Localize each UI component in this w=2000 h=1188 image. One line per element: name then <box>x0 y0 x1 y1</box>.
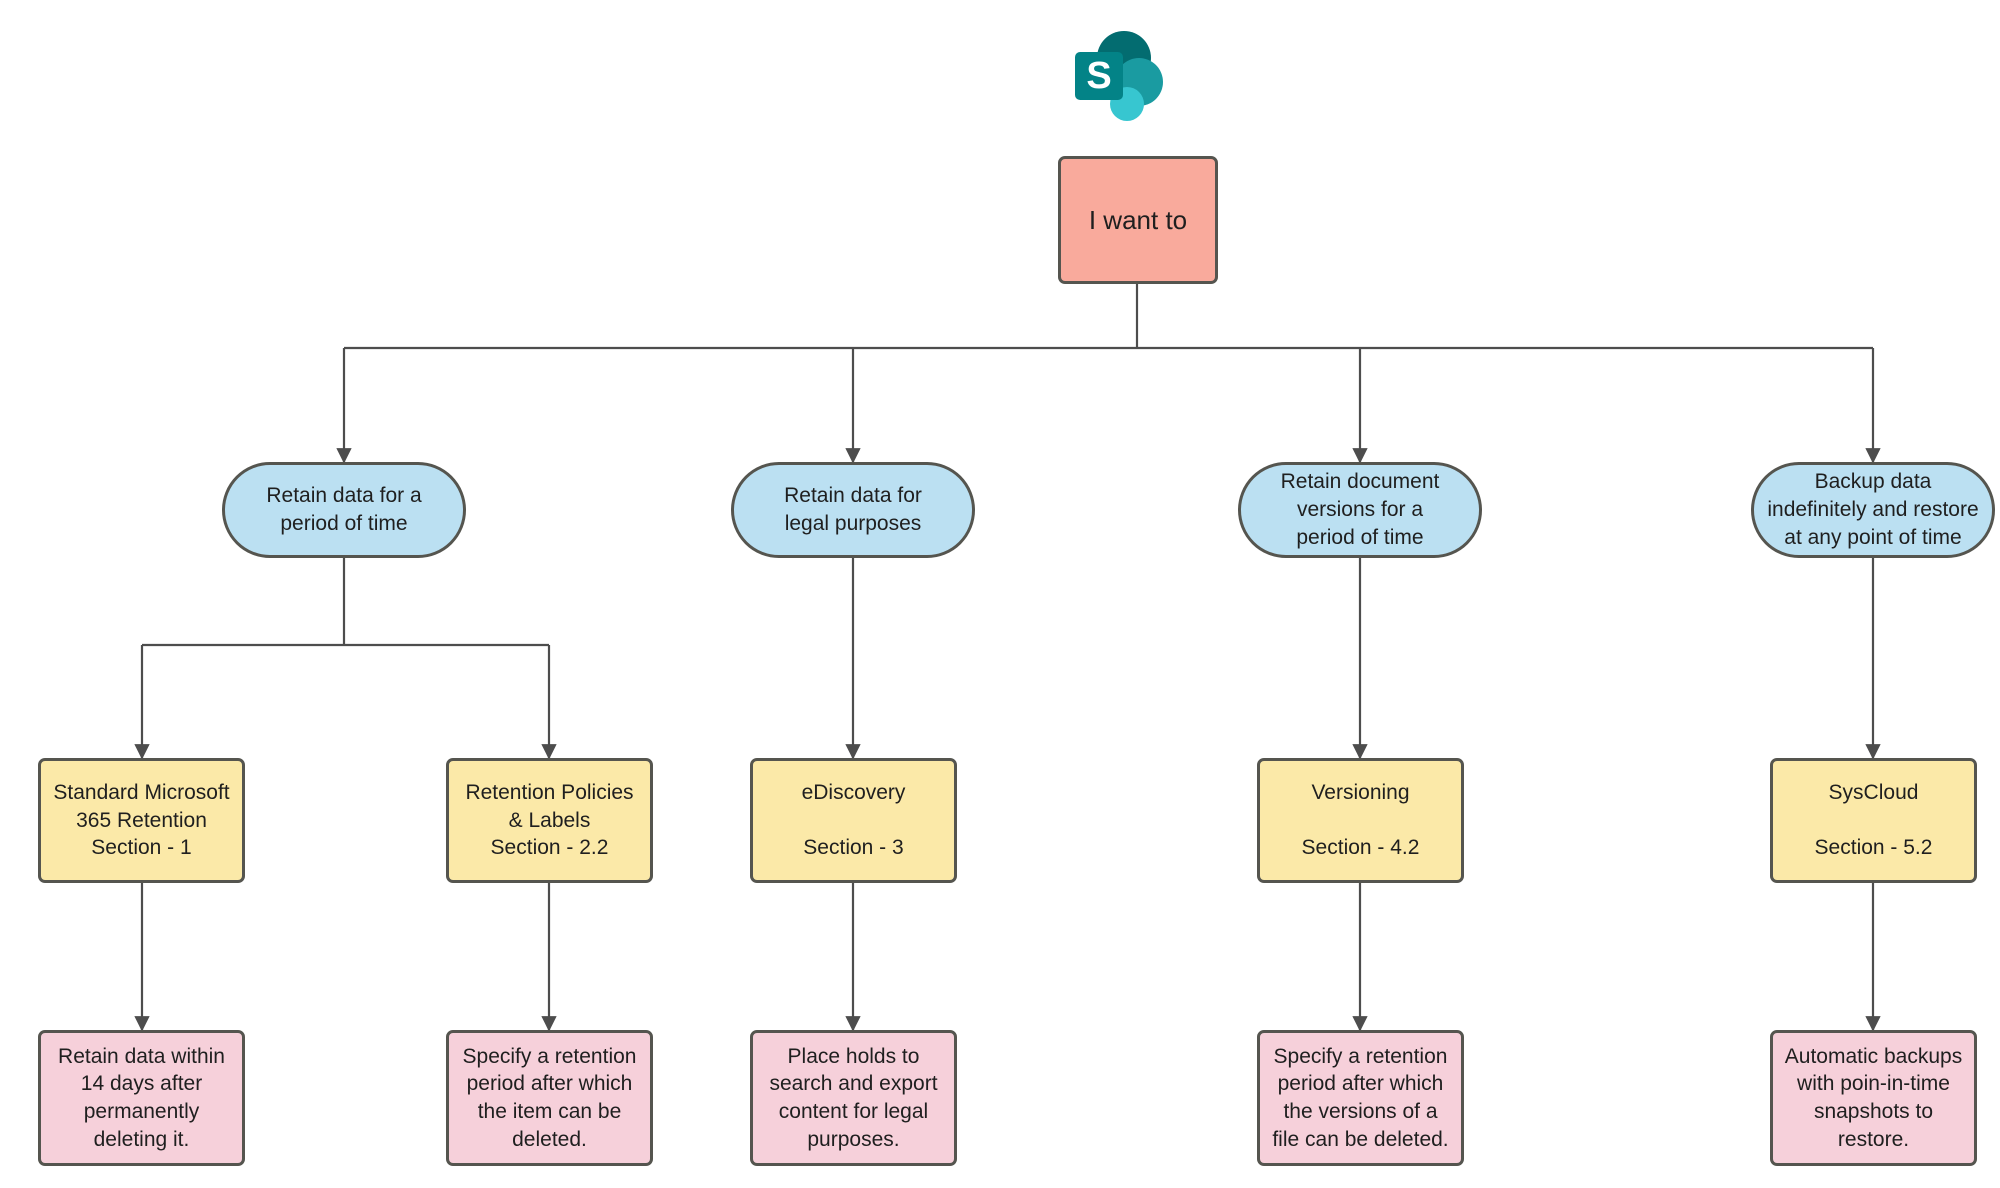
node-option-backup-indefinitely[interactable]: Backup data indefinitely and restore at … <box>1751 462 1995 558</box>
node-feature-syscloud[interactable]: SysCloud Section - 5.2 <box>1770 758 1977 883</box>
node-option-retain-period-label: Retain data for a period of time <box>266 484 422 535</box>
node-feature-versioning[interactable]: Versioning Section - 4.2 <box>1257 758 1464 883</box>
node-detail-retention-period-versions[interactable]: Specify a retention period after which t… <box>1257 1030 1464 1166</box>
node-detail-automatic-backups-label: Automatic backups with poin-in-time snap… <box>1784 1044 1963 1151</box>
node-option-retain-legal[interactable]: Retain data for legal purposes <box>731 462 975 558</box>
node-detail-retention-period-item-label: Specify a retention period after which t… <box>462 1044 637 1151</box>
node-feature-retention-policies-label: Retention Policies & Labels Section - 2.… <box>465 780 634 860</box>
node-detail-place-holds[interactable]: Place holds to search and export content… <box>750 1030 957 1166</box>
node-option-backup-indefinitely-label: Backup data indefinitely and restore at … <box>1767 470 1979 549</box>
node-option-retain-period[interactable]: Retain data for a period of time <box>222 462 466 558</box>
node-detail-retain-14-days[interactable]: Retain data within 14 days after permane… <box>38 1030 245 1166</box>
node-option-retain-legal-label: Retain data for legal purposes <box>784 484 922 535</box>
node-feature-standard-retention-label: Standard Microsoft 365 Retention Section… <box>53 780 230 860</box>
node-option-retain-versions-label: Retain document versions for a period of… <box>1280 470 1440 549</box>
node-root[interactable]: I want to <box>1058 156 1218 284</box>
node-feature-ediscovery[interactable]: eDiscovery Section - 3 <box>750 758 957 883</box>
logo-letter: S <box>1086 55 1111 97</box>
sharepoint-logo: S <box>1068 28 1176 124</box>
node-detail-retention-period-versions-label: Specify a retention period after which t… <box>1272 1044 1449 1151</box>
sharepoint-logo-svg: S <box>1075 31 1163 121</box>
node-feature-retention-policies[interactable]: Retention Policies & Labels Section - 2.… <box>446 758 653 883</box>
node-feature-versioning-label: Versioning Section - 4.2 <box>1301 780 1420 860</box>
node-root-label: I want to <box>1088 204 1188 235</box>
node-detail-retain-14-days-label: Retain data within 14 days after permane… <box>58 1044 225 1151</box>
logo-tile <box>1075 52 1123 100</box>
node-feature-ediscovery-label: eDiscovery Section - 3 <box>801 780 906 860</box>
node-detail-place-holds-label: Place holds to search and export content… <box>769 1044 938 1151</box>
node-option-retain-versions[interactable]: Retain document versions for a period of… <box>1238 462 1482 558</box>
node-feature-syscloud-label: SysCloud Section - 5.2 <box>1814 780 1933 860</box>
node-detail-retention-period-item[interactable]: Specify a retention period after which t… <box>446 1030 653 1166</box>
node-detail-automatic-backups[interactable]: Automatic backups with poin-in-time snap… <box>1770 1030 1977 1166</box>
node-feature-standard-retention[interactable]: Standard Microsoft 365 Retention Section… <box>38 758 245 883</box>
